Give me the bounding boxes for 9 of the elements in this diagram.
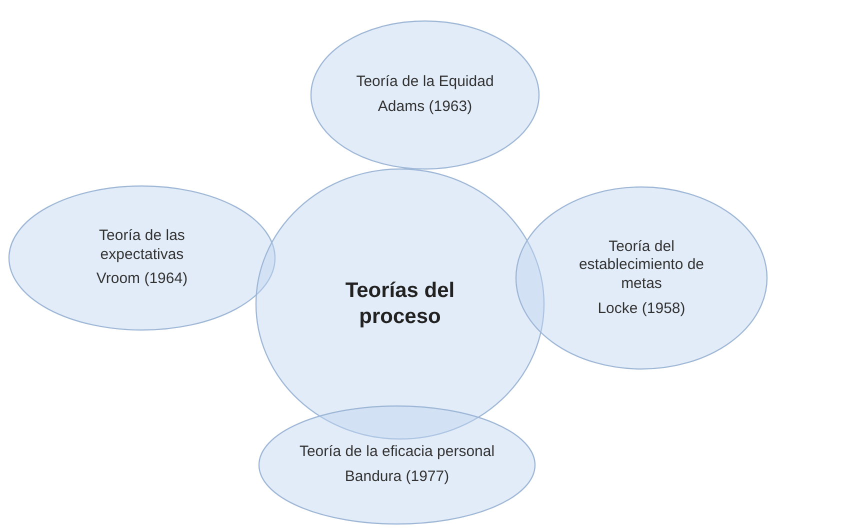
theory-name: Teoría de las expectativas <box>98 226 186 264</box>
author-year: Adams (1963) <box>378 98 472 117</box>
central-title: Teorías del proceso <box>344 278 456 330</box>
theory-name: Teoría del establecimiento de metas <box>578 238 706 294</box>
author-year: Vroom (1964) <box>96 270 188 290</box>
theory-name: Teoría de la eficacia personal <box>299 443 495 462</box>
author-year: Bandura (1977) <box>344 468 450 487</box>
theory-name: Teoría de la Equidad <box>356 73 494 92</box>
author-year: Locke (1958) <box>598 300 686 318</box>
